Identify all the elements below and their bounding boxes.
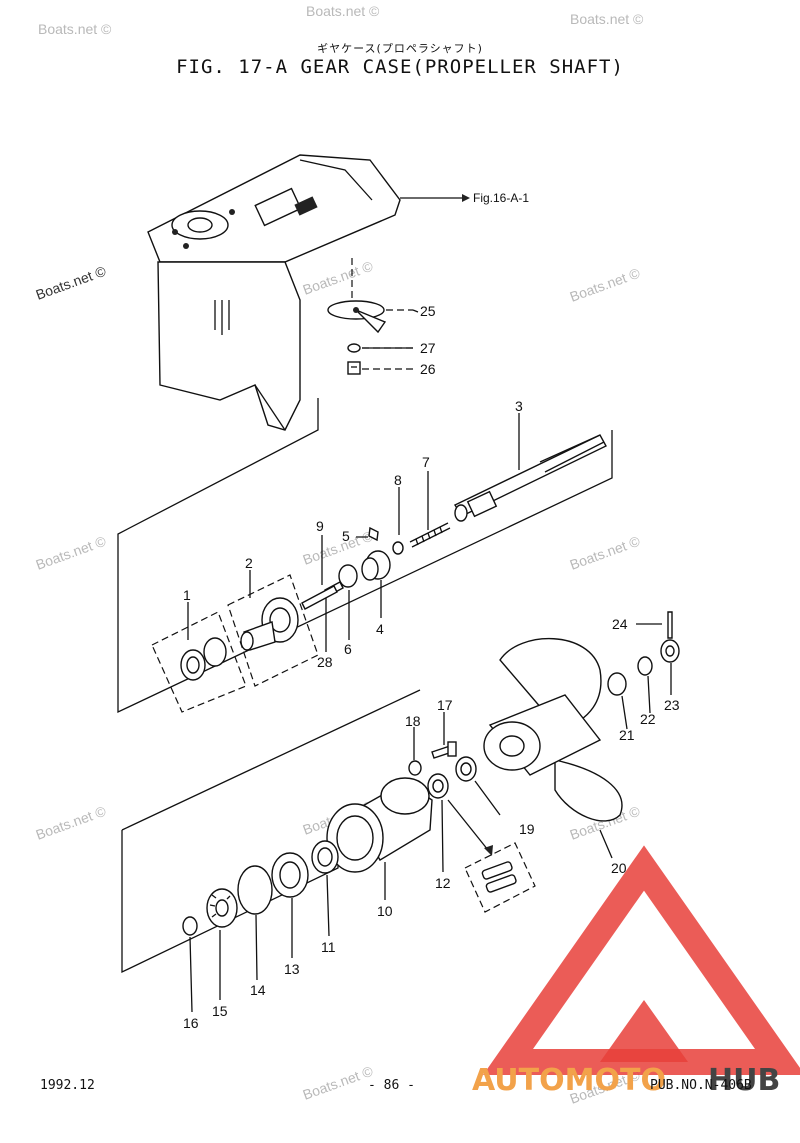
part-label-8: 8	[394, 472, 402, 488]
watermark: Boats.net ©	[34, 532, 109, 572]
part-label-24: 24	[612, 616, 628, 632]
part-label-11: 11	[321, 939, 336, 955]
part-6-ring	[338, 564, 358, 588]
watermark: Boats.net ©	[570, 11, 644, 27]
japanese-title: ギヤケース(プロペラシャフト)	[317, 42, 483, 55]
part-16-clip	[182, 916, 198, 936]
part-label-23: 23	[664, 697, 680, 713]
part-number-labels: 25 27 26 3 7 8 5 9 2 1 4 6 28 24 23 22 2…	[183, 303, 680, 1031]
logo-text-auto: AUTOMOTO	[472, 1063, 666, 1098]
part-5-pin	[368, 526, 379, 542]
part-25-anode	[327, 300, 387, 334]
footer-page: - 86 -	[368, 1078, 415, 1093]
part-26-bolt	[347, 361, 361, 375]
part-label-2: 2	[245, 555, 253, 571]
part-label-9: 9	[316, 518, 324, 534]
part-label-15: 15	[212, 1003, 228, 1019]
part-27-washer	[347, 343, 361, 353]
part-1-bearing	[180, 637, 227, 681]
part-21-spacer	[607, 672, 627, 696]
part-10-bearing-housing	[326, 777, 433, 873]
part-label-7: 7	[422, 454, 430, 470]
part-label-14: 14	[250, 982, 266, 998]
part-label-10: 10	[377, 903, 393, 919]
watermark: Boats.net ©	[301, 257, 376, 297]
watermark: Boats.net ©	[34, 802, 109, 842]
part-label-6: 6	[344, 641, 352, 657]
reference-label: Fig.16-A-1	[473, 191, 529, 205]
assembly-outline	[121, 689, 421, 831]
part-8-pin	[392, 541, 404, 555]
part-label-26: 26	[420, 361, 436, 377]
part-7-spring	[409, 522, 451, 548]
watermark: Boats.net ©	[568, 264, 643, 304]
part-label-13: 13	[284, 961, 300, 977]
part-14-o-ring	[237, 865, 273, 915]
part-label-20: 20	[611, 860, 627, 876]
part-12-seal	[427, 773, 449, 799]
part-label-25: 25	[420, 303, 436, 319]
detail-pins	[481, 861, 517, 893]
part-3-propeller-shaft	[453, 434, 607, 522]
part-label-28: 28	[317, 654, 333, 670]
part-label-16: 16	[183, 1015, 199, 1031]
assembly-outline	[117, 398, 613, 714]
arrow-icon	[484, 845, 493, 856]
part-label-22: 22	[640, 711, 656, 727]
watermark: Boats.net ©	[568, 532, 643, 572]
part-label-27: 27	[420, 340, 436, 356]
arrow-icon	[462, 194, 470, 202]
part-2-group-box	[227, 574, 319, 687]
watermark: Boats.net ©	[306, 3, 380, 19]
leader-lines	[187, 309, 672, 1013]
footer-pub-no: PUB.NO.N-406B	[650, 1078, 752, 1093]
part-label-4: 4	[376, 621, 384, 637]
part-17-bolt	[431, 741, 457, 759]
footer-date: 1992.12	[40, 1078, 95, 1093]
part-18-washer	[408, 760, 422, 776]
part-label-1: 1	[183, 587, 191, 603]
part-label-19: 19	[519, 821, 535, 837]
figure-title: FIG. 17-A GEAR CASE(PROPELLER SHAFT)	[176, 56, 624, 78]
part-label-12: 12	[435, 875, 451, 891]
part-13-bearing	[271, 852, 309, 898]
part-2-gear	[240, 597, 299, 651]
part-23-nut	[660, 639, 680, 663]
part-9-shaft	[301, 585, 338, 610]
watermark: Boats.net ©	[34, 262, 109, 302]
gear-case-housing	[147, 154, 401, 431]
part-19-seal	[455, 756, 477, 782]
part-label-3: 3	[515, 398, 523, 414]
part-label-5: 5	[342, 528, 350, 544]
watermark: Boats.net ©	[301, 1062, 376, 1102]
part-24-cotter-pin	[667, 611, 673, 639]
detail-arrow-leader	[447, 799, 489, 851]
part-label-18: 18	[405, 713, 421, 729]
watermark: Boats.net ©	[38, 21, 112, 37]
part-label-17: 17	[437, 697, 453, 713]
part-11-bearing	[311, 840, 339, 874]
part-1-group-box	[151, 611, 247, 713]
part-label-21: 21	[619, 727, 635, 743]
logo-text-hub: HUB	[708, 1063, 780, 1098]
part-22-washer	[637, 656, 653, 676]
detail-inset-box	[464, 842, 536, 913]
part-4-clutch	[361, 550, 391, 581]
part-15-gear	[206, 888, 238, 928]
part-20-propeller	[483, 637, 623, 822]
automotohub-logo: AUTOMOTO HUB	[472, 845, 800, 1098]
